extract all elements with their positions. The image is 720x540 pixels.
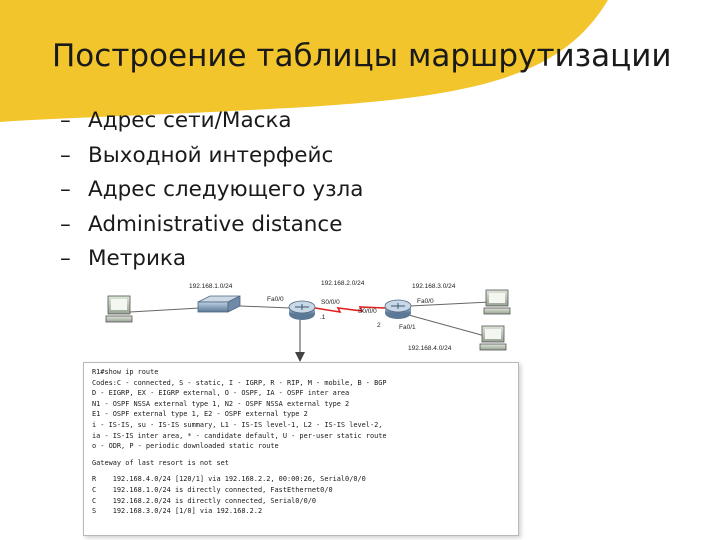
- network-label-middle: 192.168.2.0/24: [321, 280, 365, 287]
- console-output: R1#show ip route Codes:C - connected, S …: [83, 362, 519, 536]
- network-label-left: 192.168.1.0/24: [189, 283, 233, 290]
- link-r2-pc-bottom: [404, 313, 486, 337]
- arrow-head: [295, 352, 305, 362]
- link-pc1-switch: [129, 307, 201, 313]
- bullet-text: Адрес сети/Маска: [88, 108, 292, 133]
- bullet-marker: –: [60, 177, 71, 202]
- bullet-item-next-hop: –Адрес следующего узла: [60, 173, 363, 208]
- bullet-text: Метрика: [88, 246, 187, 271]
- bullet-marker: –: [60, 142, 71, 168]
- slide-title: Построение таблицы маршрутизации: [52, 38, 672, 74]
- r2-serial-label: S0/0/0: [358, 308, 377, 315]
- bullet-item-network-mask: –Адрес сети/Маска: [60, 104, 363, 139]
- console-line: D - EIGRP, EX - EIGRP external, O - OSPF…: [92, 389, 350, 398]
- serial-link: [314, 306, 386, 314]
- console-line: i - IS-IS, su - IS-IS summary, L1 - IS-I…: [92, 420, 383, 429]
- r2-fa0-label: Fa0/0: [417, 298, 434, 305]
- pc-left-icon: [105, 295, 133, 323]
- bullet-text: Выходной интерфейс: [88, 142, 334, 168]
- r1-fa-label: Fa0/0: [267, 296, 284, 303]
- bullet-list: –Адрес сети/Маска –Выходной интерфейс –А…: [60, 104, 363, 277]
- bullet-text: Адрес следующего узла: [88, 177, 364, 202]
- router-r2-icon: [384, 299, 412, 319]
- console-route-line: R 192.168.4.0/24 [120/1] via 192.168.2.2…: [92, 475, 366, 484]
- r1-serial-label: S0/0/0: [321, 299, 340, 306]
- r2-fa1-label: Fa0/1: [399, 324, 416, 331]
- bullet-item-admin-distance: –Administrative distance: [60, 208, 363, 243]
- bullet-text: Administrative distance: [88, 211, 343, 237]
- bullet-item-exit-interface: –Выходной интерфейс: [60, 139, 363, 174]
- router-r1-icon: [288, 300, 316, 320]
- switch-icon: [197, 295, 241, 313]
- console-gateway-line: Gateway of last resort is not set: [92, 458, 229, 467]
- r2-host-id: 2: [377, 322, 381, 329]
- link-switch-r1: [239, 305, 291, 309]
- bullet-marker: –: [60, 246, 71, 271]
- network-topology-diagram: 192.168.1.0/24 192.168.2.0/24 192.168.3.…: [105, 280, 511, 362]
- link-r2-pc-top: [409, 301, 491, 307]
- r1-host-id: .1: [320, 314, 326, 321]
- console-route-line: C 192.168.2.0/24 is directly connected, …: [92, 496, 317, 505]
- console-route-line: S 192.168.3.0/24 [1/0] via 192.168.2.2: [92, 507, 263, 516]
- pc-right-bottom-icon: [479, 325, 507, 351]
- console-route-line: C 192.168.1.0/24 is directly connected, …: [92, 485, 333, 494]
- network-label-right-bottom: 192.168.4.0/24: [408, 345, 452, 352]
- console-line: o - ODR, P - periodic downloaded static …: [92, 442, 279, 451]
- console-line: Codes:C - connected, S - static, I - IGR…: [92, 378, 387, 387]
- bullet-marker: –: [60, 108, 71, 133]
- console-line: ia - IS-IS inter area, * - candidate def…: [92, 431, 387, 440]
- bullet-marker: –: [60, 211, 71, 237]
- console-line: R1#show ip route: [92, 368, 159, 376]
- network-label-right-top: 192.168.3.0/24: [412, 283, 456, 290]
- console-line: E1 - OSPF external type 1, E2 - OSPF ext…: [92, 410, 308, 419]
- pc-right-top-icon: [483, 289, 511, 315]
- bullet-item-metric: –Метрика: [60, 242, 363, 277]
- console-line: N1 - OSPF NSSA external type 1, N2 - OSP…: [92, 399, 350, 408]
